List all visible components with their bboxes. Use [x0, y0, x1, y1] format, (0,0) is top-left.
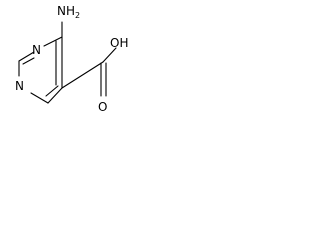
- pyrimidine-carboxylic-acid-structure: NH2 N N OH O: [15, 4, 128, 114]
- bond-c5-carboxyl: [61, 61, 104, 89]
- bond-c6-c5: [47, 87, 63, 104]
- amine-label: NH2: [57, 4, 80, 20]
- carbonyl-oxygen-label: O: [98, 100, 107, 114]
- hydroxyl-label: OH: [110, 36, 128, 50]
- bond-n3-c2-inner: [22, 57, 35, 65]
- bond-c6-c5-inner: [45, 85, 59, 97]
- bond-n3-c2: [18, 51, 35, 62]
- bond-n1-c6: [30, 92, 49, 104]
- bond-c4-n3: [43, 36, 63, 47]
- structure-canvas: NH2 N N OH O: [0, 0, 161, 121]
- ring-nitrogen-1-label: N: [15, 79, 24, 93]
- bond-carboxyl-oh: [102, 47, 117, 63]
- ring-nitrogen-3-label: N: [32, 43, 41, 57]
